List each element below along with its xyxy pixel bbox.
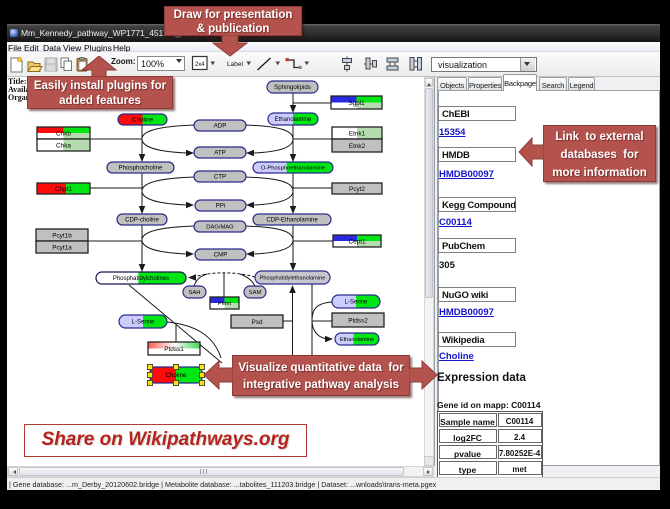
- svg-text:Pcyt1b: Pcyt1b: [52, 232, 72, 239]
- svg-text:ATP: ATP: [214, 150, 226, 157]
- svg-text:L-Serine: L-Serine: [345, 300, 368, 306]
- svg-text:Pcyt2: Pcyt2: [349, 186, 365, 193]
- svg-text:Ptdss1: Ptdss1: [164, 346, 184, 353]
- svg-text:DAG/MAG: DAG/MAG: [206, 225, 234, 231]
- svg-text:ADP: ADP: [214, 123, 227, 130]
- svg-text:Pcyt1a: Pcyt1a: [52, 244, 72, 251]
- svg-text:Chkb: Chkb: [56, 130, 71, 137]
- svg-text:Cept1: Cept1: [348, 238, 365, 245]
- svg-text:Phosphatidylethanolamine: Phosphatidylethanolamine: [260, 276, 326, 282]
- svg-text:Etnk2: Etnk2: [349, 143, 366, 150]
- svg-text:L-Serine: L-Serine: [132, 320, 155, 326]
- svg-text:Psd: Psd: [251, 319, 262, 326]
- svg-text:Sphingolipids: Sphingolipids: [274, 84, 311, 91]
- svg-text:Choline: Choline: [166, 372, 188, 379]
- svg-text:Sgpl1: Sgpl1: [348, 100, 365, 107]
- svg-text:CDP-Ethanolamine: CDP-Ethanolamine: [266, 218, 318, 224]
- svg-text:Label: Label: [227, 61, 243, 68]
- svg-text:2x4: 2x4: [195, 62, 205, 68]
- svg-text:SAM: SAM: [249, 290, 262, 296]
- svg-text:Ethanolamine: Ethanolamine: [340, 337, 374, 343]
- svg-text:Chpt1: Chpt1: [55, 186, 72, 193]
- svg-text:CMP: CMP: [214, 252, 228, 259]
- svg-text:PPi: PPi: [216, 203, 226, 210]
- svg-text:Phosphocholine: Phosphocholine: [118, 165, 163, 172]
- svg-text:Choline: Choline: [132, 117, 154, 124]
- svg-text:Chka: Chka: [56, 142, 71, 149]
- svg-text:CDP-choline: CDP-choline: [125, 218, 159, 224]
- svg-text:Phosphatidylcholines: Phosphatidylcholines: [113, 276, 169, 282]
- svg-text:CTP: CTP: [214, 174, 226, 181]
- svg-text:SAH: SAH: [189, 290, 201, 296]
- svg-text:O-Phosphoethanolamine: O-Phosphoethanolamine: [261, 166, 325, 172]
- svg-text:Etnk1: Etnk1: [349, 130, 366, 137]
- svg-text:Pemt: Pemt: [218, 301, 232, 307]
- svg-text:Ethanolamine: Ethanolamine: [275, 117, 312, 123]
- svg-text:Ptdss2: Ptdss2: [348, 317, 368, 324]
